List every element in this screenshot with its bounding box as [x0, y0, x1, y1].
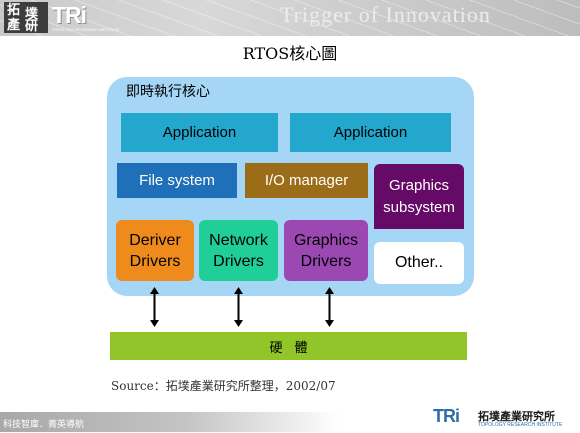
banner-texture	[0, 0, 580, 36]
logo-char-1: 拓	[7, 3, 21, 18]
double-arrow-icon-1	[150, 287, 159, 327]
logo-char-2: 墣	[25, 7, 39, 22]
deriver-drivers-label-line2: Drivers	[129, 252, 181, 270]
logo-emblem: 拓 墣 產 研	[4, 2, 48, 33]
header-banner: 拓 墣 產 研 TRi TOPOLOGY RESEARCH INSTITUTE …	[0, 0, 580, 36]
application-label-1: Application	[162, 124, 237, 141]
graphics-drivers-label-line2: Drivers	[300, 252, 352, 270]
graphics-drivers-label-line1: Graphics	[293, 231, 359, 249]
hardware-label: 硬體	[269, 340, 320, 356]
logo-wordmark: TRi	[52, 2, 87, 28]
logo-subtitle: TOPOLOGY RESEARCH INSTITUTE	[52, 27, 120, 32]
logo-char-3: 產	[7, 18, 21, 33]
double-arrow-icon-3	[325, 287, 334, 327]
footer-slogan: 科技智庫．菁英導航	[3, 420, 85, 430]
deriver-drivers-label-line1: Deriver	[129, 231, 181, 249]
application-block-2: Application	[290, 113, 451, 152]
source-note: Source：拓墣產業研究所整理，2002/07	[111, 379, 336, 393]
file-system-block: File system	[117, 163, 237, 198]
graphics-subsystem-label-line1: Graphics	[388, 176, 450, 194]
application-block-1: Application	[121, 113, 278, 152]
graphics-subsystem-label-line2: subsystem	[383, 198, 455, 216]
other-block: Other..	[374, 242, 464, 284]
footer-logo-name: 拓墣產業研究所	[478, 410, 555, 423]
deriver-drivers-block: Deriver Drivers	[116, 220, 194, 281]
hardware-bar: 硬體	[110, 332, 467, 360]
logo-char-4: 研	[25, 19, 39, 34]
footer-band	[0, 412, 340, 432]
io-manager-block: I/O manager	[245, 163, 368, 198]
footer-logo-subtitle: TOPOLOGY RESEARCH INSTITUTE	[478, 422, 563, 428]
kernel-label: 即時執行核心	[126, 84, 210, 100]
page-title: RTOS核心圖	[242, 44, 338, 63]
file-system-label: File system	[139, 172, 215, 189]
network-drivers-label-line2: Drivers	[213, 252, 264, 270]
banner-tagline: Trigger of Innovation	[280, 2, 491, 27]
graphics-drivers-block: Graphics Drivers	[284, 220, 368, 281]
io-manager-label: I/O manager	[264, 172, 349, 189]
other-label: Other..	[394, 254, 444, 271]
double-arrow-icon-2	[234, 287, 243, 327]
application-label-2: Application	[333, 124, 408, 141]
network-drivers-label-line1: Network	[209, 231, 268, 249]
graphics-subsystem-block: Graphics subsystem	[374, 164, 464, 229]
footer-logo-wordmark: TRi	[433, 406, 460, 426]
network-drivers-block: Network Drivers	[199, 220, 278, 281]
